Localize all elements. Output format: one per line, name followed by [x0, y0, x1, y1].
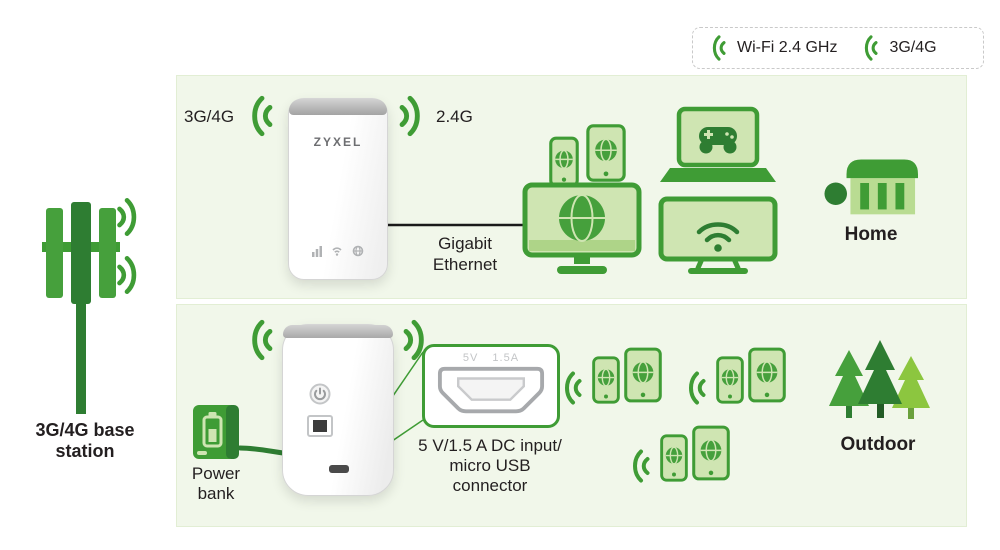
legend-cellular-label: 3G/4G [889, 39, 937, 56]
base-station-label: 3G/4G base station [0, 420, 170, 462]
router-cellular-signal-icon [246, 94, 278, 138]
portable-lte-router [282, 324, 394, 496]
base-station-signal-icon [112, 254, 142, 296]
portable-router-cellular-signal-icon [246, 318, 278, 362]
usb-port-print-label: 5V 1.5A [462, 352, 520, 364]
usb-caption-line3: connector [452, 476, 528, 495]
gigabit-label-line1: Gigabit [438, 234, 492, 253]
micro-usb-port [329, 465, 349, 473]
wifi-led-icon [332, 247, 342, 256]
usb-caption-line1: 5 V/1.5 A DC input/ [418, 436, 562, 455]
home-building-icon [824, 159, 918, 215]
smartphone-icon [592, 356, 620, 404]
lte-home-router: ZYXEL [288, 98, 388, 280]
base-station-label-line1: 3G/4G base [35, 420, 135, 440]
gigabit-ethernet-label: Gigabit Ethernet [400, 233, 530, 275]
home-location-label: Home [844, 224, 898, 245]
router-cellular-signal-label: 3G/4G [184, 107, 235, 126]
tablet-icon [692, 425, 730, 481]
tablet-icon [748, 347, 786, 403]
device-group-signal-icon [560, 370, 586, 406]
gigabit-label-line2: Ethernet [432, 255, 498, 274]
base-station-antenna-icon [42, 202, 120, 414]
router-top-cap [289, 99, 387, 115]
signal-strength-led-icon [312, 246, 322, 257]
device-group-signal-icon [684, 370, 710, 406]
internet-led-icon [352, 245, 364, 257]
router-status-leds [289, 245, 387, 257]
micro-usb-port-icon [437, 366, 545, 414]
power-bank-label: Power bank [170, 464, 262, 504]
outdoor-trees-icon [829, 340, 930, 419]
router-wifi-signal-icon [394, 94, 426, 138]
tablet-icon [624, 347, 662, 403]
legend-wifi-label: Wi-Fi 2.4 GHz [737, 39, 838, 56]
power-bank-icon [193, 405, 239, 459]
smartphone-icon [549, 136, 579, 188]
router-top-cap [283, 325, 393, 338]
desktop-monitor-globe-icon [522, 182, 642, 274]
usb-caption-line2: micro USB [449, 456, 531, 475]
power-button-icon [309, 383, 331, 405]
smartphone-icon [716, 356, 744, 404]
power-bank-label-line2: bank [197, 484, 235, 503]
base-station-label-line2: station [55, 441, 115, 461]
router-wifi-signal-label: 2.4G [436, 107, 473, 126]
outdoor-location-label: Outdoor [840, 434, 916, 455]
legend: Wi-Fi 2.4 GHz 3G/4G [692, 27, 984, 69]
wifi-2-4ghz-signal-icon [709, 34, 729, 62]
laptop-gaming-icon [660, 106, 776, 182]
base-station-signal-icon [112, 196, 142, 238]
device-group-signal-icon [628, 448, 654, 484]
micro-usb-callout: 5V 1.5A [422, 344, 560, 428]
smart-tv-wifi-icon [658, 196, 778, 274]
router-brand-label: ZYXEL [313, 135, 363, 149]
tablet-icon [586, 124, 626, 182]
power-bank-label-line1: Power [191, 464, 241, 483]
usb-caption: 5 V/1.5 A DC input/ micro USB connector [400, 436, 580, 496]
cellular-3g-4g-signal-icon [861, 34, 881, 62]
ethernet-port-icon [307, 415, 333, 437]
smartphone-icon [660, 434, 688, 482]
